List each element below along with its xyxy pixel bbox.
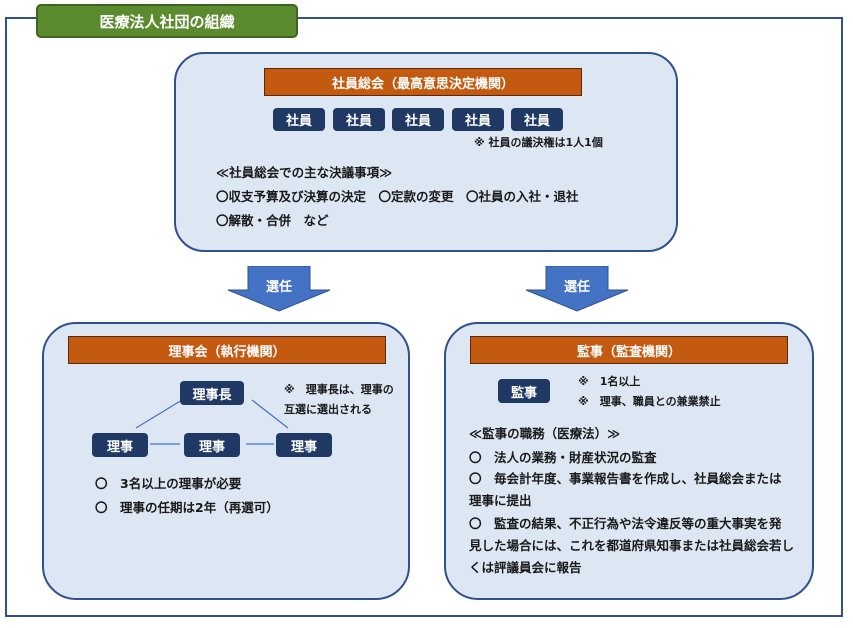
elect-arrow-left [227, 266, 331, 312]
board-header: 理事会（執行機関） [68, 336, 386, 364]
diagram-title: 医療法人社団の組織 [36, 4, 298, 38]
auditor-note-1: ※ 1名以上 [578, 375, 641, 388]
member-chip-3: 社員 [392, 108, 444, 131]
chair-note-line-1: ※ 理事長は、理事の [284, 383, 394, 396]
director-chip-2: 理事 [184, 433, 240, 457]
member-chip-1: 社員 [273, 108, 325, 131]
duties-heading: ≪監事の職務（医療法）≫ [469, 426, 621, 441]
board-panel [42, 322, 410, 600]
member-chip-4: 社員 [452, 108, 504, 131]
duty-3-line-2: 見した場合には、これを都道府県知事または社員総会若し [469, 538, 795, 553]
board-note-2: 〇 理事の任期は2年（再選可） [95, 500, 279, 515]
resolutions-heading: ≪社員総会での主な決議事項≫ [216, 165, 393, 180]
elect-arrow-right [525, 266, 629, 312]
member-chip-2: 社員 [333, 108, 385, 131]
elect-label-right: 選任 [563, 280, 590, 295]
director-chip-1: 理事 [92, 433, 148, 457]
duty-3-line-3: くは評議員会に報告 [469, 560, 582, 575]
duty-2-line-2: 理事に提出 [469, 493, 532, 508]
resolutions-line-1: 〇収支予算及び決算の決定 〇定款の変更 〇社員の入社・退社 [216, 189, 579, 204]
board-note-1: 〇 3名以上の理事が必要 [95, 476, 242, 491]
outer-frame [5, 17, 843, 617]
resolutions-line-2: 〇解散・合併 など [216, 213, 329, 228]
duty-2-line-1: 〇 毎会計年度、事業報告書を作成し、社員総会または [469, 471, 782, 486]
elect-label-left: 選任 [265, 280, 292, 295]
auditor-panel [444, 322, 814, 600]
auditor-chip: 監事 [498, 379, 550, 403]
duty-3-line-1: 〇 監査の結果、不正行為や法令違反等の重大事実を発 [469, 516, 782, 531]
chair-chip: 理事長 [180, 381, 244, 405]
vote-note: ※ 社員の議決権は1人1個 [474, 136, 603, 149]
auditor-note-2: ※ 理事、職員との兼業禁止 [578, 395, 721, 408]
director-chip-3: 理事 [276, 433, 332, 457]
member-chip-5: 社員 [511, 108, 563, 131]
chair-note-line-2: 互選に選出される [284, 403, 372, 416]
general-meeting-header: 社員総会（最高意思決定機関） [264, 68, 582, 96]
auditor-header: 監事（監査機関） [470, 336, 788, 364]
duty-1: 〇 法人の業務・財産状況の監査 [469, 450, 657, 465]
